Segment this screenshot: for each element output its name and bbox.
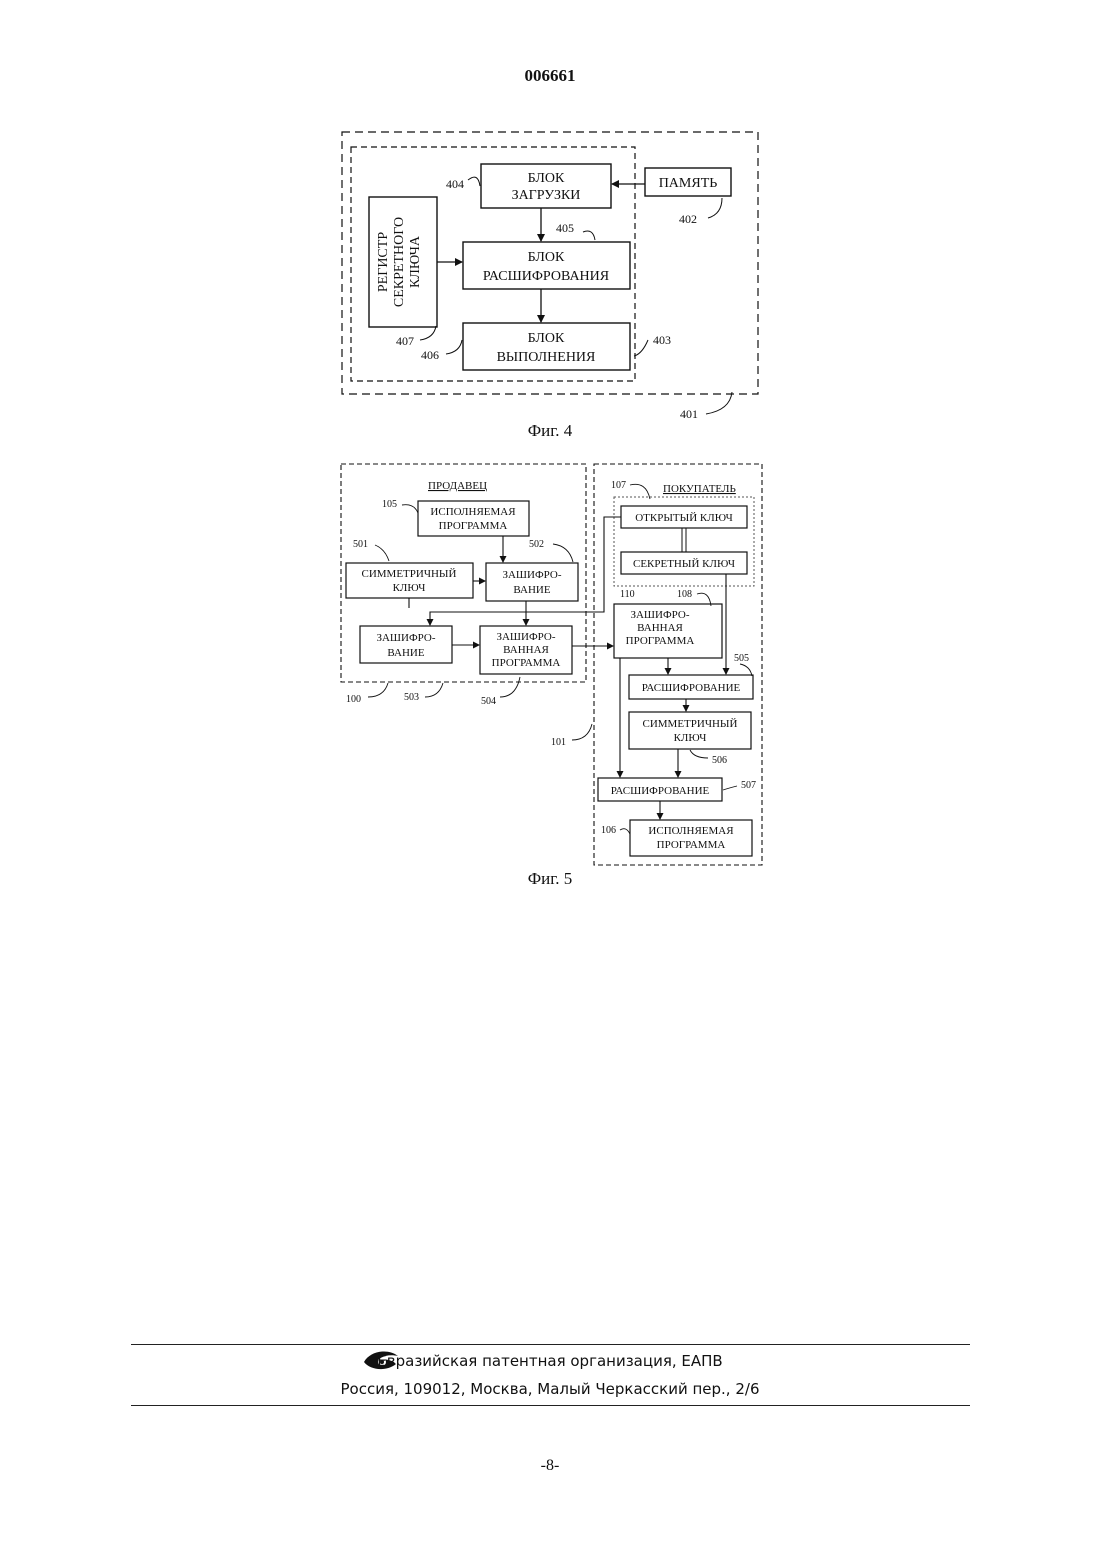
- encryption-503-label-1: ЗАШИФРО-: [376, 632, 435, 644]
- leader-401: [706, 392, 732, 414]
- buyer-label: ПОКУПАТЕЛЬ: [663, 483, 736, 495]
- buyer-encrypted-program-label-1: ЗАШИФРО-: [630, 609, 689, 621]
- seller-encrypted-program-label-3: ПРОГРАММА: [492, 657, 561, 669]
- ref-106: 106: [601, 825, 616, 836]
- figure-4-caption: Фиг. 4: [0, 421, 1100, 441]
- ref-503: 503: [404, 692, 419, 703]
- decryption-507-label: РАСШИФРОВАНИЕ: [611, 785, 710, 797]
- figure-4-diagram: БЛОК ЗАГРУЗКИ ПАМЯТЬ БЛОК РАСШИФРОВАНИЯ …: [0, 0, 1100, 420]
- execution-block-label-2: ВЫПОЛНЕНИЯ: [497, 350, 596, 365]
- leader-403: [634, 340, 648, 356]
- buyer-exec-program-label-1: ИСПОЛНЯЕМАЯ: [648, 825, 734, 837]
- decrypt-block-label-2: РАСШИФРОВАНИЯ: [483, 269, 609, 284]
- figure-5-caption: Фиг. 5: [0, 869, 1100, 889]
- buyer-encrypted-program-label-2: ВАННАЯ: [637, 622, 683, 634]
- ref-107: 107: [611, 480, 626, 491]
- seller-symmetric-key-label-1: СИММЕТРИЧНЫЙ: [362, 568, 457, 580]
- load-block-label-2: ЗАГРУЗКИ: [512, 188, 581, 203]
- buyer-exec-program-label-2: ПРОГРАММА: [657, 839, 726, 851]
- ref-108: 108: [677, 589, 692, 600]
- leader-407: [420, 326, 436, 340]
- ref-504: 504: [481, 696, 496, 707]
- leader-106: [620, 829, 630, 834]
- ref-402: 402: [679, 212, 697, 226]
- ref-407: 407: [396, 334, 414, 348]
- seller-exec-program-label-1: ИСПОЛНЯЕМАЯ: [430, 506, 516, 518]
- register-label-3: КЛЮЧА: [408, 235, 423, 288]
- buyer-encrypted-program-label-3: ПРОГРАММА: [626, 635, 695, 647]
- ref-110: 110: [620, 589, 635, 600]
- ref-105: 105: [382, 499, 397, 510]
- leader-100: [368, 683, 388, 697]
- decryption-505-label: РАСШИФРОВАНИЕ: [642, 682, 741, 694]
- footer-organization: Евразийская патентная организация, ЕАПВ: [0, 1352, 1100, 1370]
- leader-406: [446, 340, 462, 354]
- seller-encrypted-program-label-2: ВАННАЯ: [503, 644, 549, 656]
- ref-502: 502: [529, 539, 544, 550]
- seller-exec-program-label-2: ПРОГРАММА: [439, 520, 508, 532]
- ref-505: 505: [734, 653, 749, 664]
- ref-101: 101: [551, 737, 566, 748]
- seller-symmetric-key-label-2: КЛЮЧ: [393, 582, 426, 594]
- leader-503: [425, 683, 443, 697]
- footer-top-rule: [131, 1344, 970, 1345]
- leader-105: [402, 505, 418, 513]
- ref-501: 501: [353, 539, 368, 550]
- public-key-label: ОТКРЫТЫЙ КЛЮЧ: [635, 512, 733, 524]
- leader-506: [690, 750, 708, 758]
- ref-507: 507: [741, 780, 756, 791]
- secret-key-label: СЕКРЕТНЫЙ КЛЮЧ: [633, 558, 735, 570]
- leader-404: [468, 177, 480, 186]
- encryption-502-label-2: ВАНИЕ: [513, 584, 550, 596]
- ref-401: 401: [680, 407, 698, 420]
- footer-bottom-rule: [131, 1405, 970, 1406]
- encryption-502-label-1: ЗАШИФРО-: [502, 569, 561, 581]
- footer-address: Россия, 109012, Москва, Малый Черкасский…: [0, 1380, 1100, 1398]
- register-label-1: РЕГИСТР: [376, 232, 391, 292]
- load-block-label-1: БЛОК: [528, 171, 565, 186]
- encryption-503-label-2: ВАНИЕ: [387, 647, 424, 659]
- leader-507: [723, 786, 737, 790]
- seller-label: ПРОДАВЕЦ: [428, 480, 487, 492]
- seller-encrypted-program-label-1: ЗАШИФРО-: [496, 631, 555, 643]
- leader-405: [583, 231, 595, 240]
- register-label-2: СЕКРЕТНОГО: [392, 217, 407, 307]
- page-number: -8-: [0, 1457, 1100, 1475]
- ref-403: 403: [653, 333, 671, 347]
- decrypt-block-label-1: БЛОК: [528, 250, 565, 265]
- ref-404: 404: [446, 177, 464, 191]
- leader-502: [553, 544, 573, 562]
- buyer-symmetric-key-label-2: КЛЮЧ: [674, 732, 707, 744]
- leader-505: [740, 664, 752, 676]
- leader-402: [708, 198, 722, 218]
- ref-506: 506: [712, 755, 727, 766]
- leader-501: [375, 545, 389, 561]
- ref-100: 100: [346, 694, 361, 705]
- execution-block-label-1: БЛОК: [528, 331, 565, 346]
- ref-405: 405: [556, 221, 574, 235]
- memory-block-label: ПАМЯТЬ: [659, 176, 718, 191]
- buyer-symmetric-key-label-1: СИММЕТРИЧНЫЙ: [643, 718, 738, 730]
- figure-5-diagram: ПРОДАВЕЦ ПОКУПАТЕЛЬ ИСПОЛНЯЕМАЯ ПРОГРАММ…: [0, 450, 1100, 870]
- leader-504: [500, 677, 520, 697]
- leader-101: [572, 724, 592, 740]
- ref-406: 406: [421, 348, 439, 362]
